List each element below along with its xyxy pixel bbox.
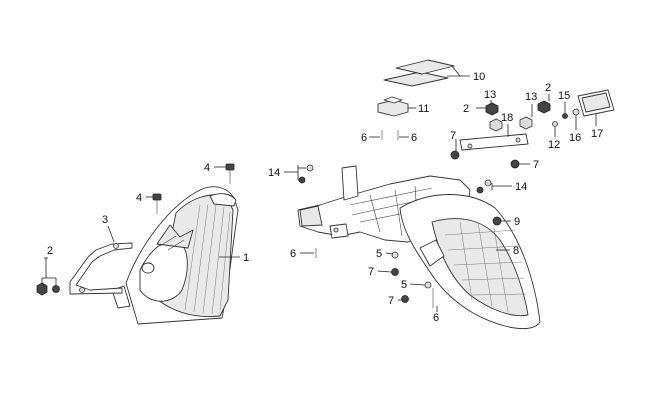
callout-2-mid: 2 [463,103,469,115]
callout-6-b: 6 [411,132,417,144]
callout-6-d: 6 [433,312,439,324]
part-rear-fender [399,194,541,330]
bolt-4-upper [225,163,235,184]
callout-4-lower: 4 [136,192,142,204]
callout-14-left: 14 [268,167,280,179]
callout-7-a: 7 [450,130,456,142]
callout-17: 17 [591,128,603,140]
callout-8: 8 [513,245,519,257]
callout-3: 3 [102,214,108,226]
callout-13-right: 13 [525,91,537,103]
part-reflector-pads [383,59,455,87]
callout-12: 12 [548,139,560,151]
part-front-fender [111,186,239,325]
part-plate-bracket [459,133,529,151]
callout-5-lower: 5 [401,279,407,291]
part-plate-light [377,96,409,117]
callout-4-upper: 4 [204,162,210,174]
callout-2-left: 2 [47,245,53,257]
nut-2-left [36,282,60,296]
callout-15: 15 [558,90,570,102]
part-rear-reflector [577,89,615,117]
callout-6-a: 6 [361,132,367,144]
callout-6-c: 6 [290,248,296,260]
callout-14-right: 14 [515,181,527,193]
callout-16: 16 [569,132,581,144]
callout-10: 10 [473,71,485,83]
bolt-4-lower [152,193,162,214]
callout-18: 18 [501,112,513,124]
part-fender-bracket [69,242,133,295]
callout-7-d: 7 [388,295,394,307]
callout-11: 11 [418,103,429,115]
callout-13-left: 13 [484,89,496,101]
callout-9: 9 [514,216,520,228]
callout-7-b: 7 [533,159,539,171]
callout-7-c: 7 [368,266,374,278]
callout-5-upper: 5 [376,248,382,260]
callout-1: 1 [243,252,249,264]
callout-2-right: 2 [545,82,551,94]
